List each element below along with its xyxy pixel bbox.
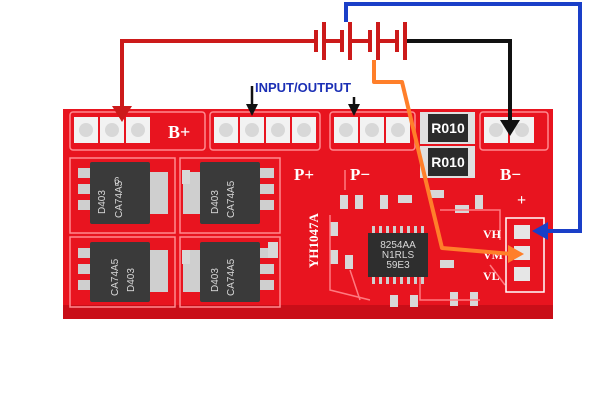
black-wire-arrowhead bbox=[500, 120, 520, 136]
mosfet-1-marking-b: CA74A5 bbox=[114, 180, 125, 218]
label-vl: VL bbox=[483, 269, 500, 283]
io-arrow-left-head bbox=[246, 104, 258, 116]
terminal-pads-b-minus bbox=[484, 117, 534, 143]
battery-cell-3 bbox=[368, 22, 380, 60]
mosfet-1-marking-a: D403 bbox=[97, 190, 108, 214]
red-wire-b-plus bbox=[120, 39, 314, 110]
battery-cell-2 bbox=[340, 22, 352, 60]
terminal-pads-p-plus bbox=[214, 117, 316, 143]
battery-cell-1 bbox=[314, 22, 326, 60]
terminal-pads-p-minus bbox=[334, 117, 410, 143]
battery-cell-4 bbox=[395, 22, 407, 60]
pcb-edge bbox=[63, 305, 553, 319]
mosfet-3: D403 CA74A5 bbox=[78, 242, 168, 302]
mosfet-2-marking-b: CA74A5 bbox=[226, 180, 237, 218]
sense-resistor-2: R010 bbox=[420, 146, 475, 178]
terminal-outlines bbox=[69, 111, 549, 308]
smd-components bbox=[182, 170, 483, 307]
io-label: INPUT/OUTPUT bbox=[255, 80, 351, 95]
resistor-marking-1: R010 bbox=[431, 120, 465, 136]
mosfet-4: D403 CA74A5 bbox=[183, 242, 274, 302]
black-wire-b-minus bbox=[407, 39, 512, 124]
ic-marking-1: 8254AA bbox=[380, 240, 416, 251]
label-p-minus: P− bbox=[350, 165, 370, 184]
mosfet-3-marking-b: CA74A5 bbox=[110, 258, 121, 296]
board-model-label: YH1047A bbox=[306, 213, 321, 269]
resistor-marking-2: R010 bbox=[431, 154, 465, 170]
mosfet-4-marking-a: D403 bbox=[210, 268, 221, 292]
label-p-plus: P+ bbox=[294, 165, 314, 184]
sense-resistor-1: R010 bbox=[420, 112, 475, 144]
ic-marking-2: N1RLS bbox=[382, 250, 415, 261]
label-vh: VH bbox=[483, 227, 502, 241]
red-wire-arrowhead bbox=[112, 106, 132, 122]
blue-wire-vh bbox=[344, 2, 582, 233]
protection-ic: 8254AA N1RLS 59E3 bbox=[368, 226, 428, 284]
mosfet-2-marking-a: D403 bbox=[210, 190, 221, 214]
orange-wire-arrowhead bbox=[508, 245, 524, 263]
ic-marking-3: 59E3 bbox=[386, 260, 410, 271]
label-b-minus: B− bbox=[500, 165, 521, 184]
mosfet-4-marking-b: CA74A5 bbox=[226, 258, 237, 296]
mosfet-3-marking-a: D403 bbox=[126, 268, 137, 292]
terminal-pads-b-plus bbox=[74, 117, 150, 143]
mosfet-1: 6 D403 CA74A5 bbox=[78, 162, 168, 224]
label-plus-sign: + bbox=[517, 192, 526, 209]
chip-logo: 6 bbox=[114, 176, 120, 187]
io-arrow-right-head bbox=[348, 104, 360, 116]
blue-wire-arrowhead bbox=[532, 222, 548, 240]
pcb-traces bbox=[329, 170, 506, 301]
label-b-plus: B+ bbox=[168, 122, 190, 142]
orange-wire-vm bbox=[372, 60, 513, 256]
